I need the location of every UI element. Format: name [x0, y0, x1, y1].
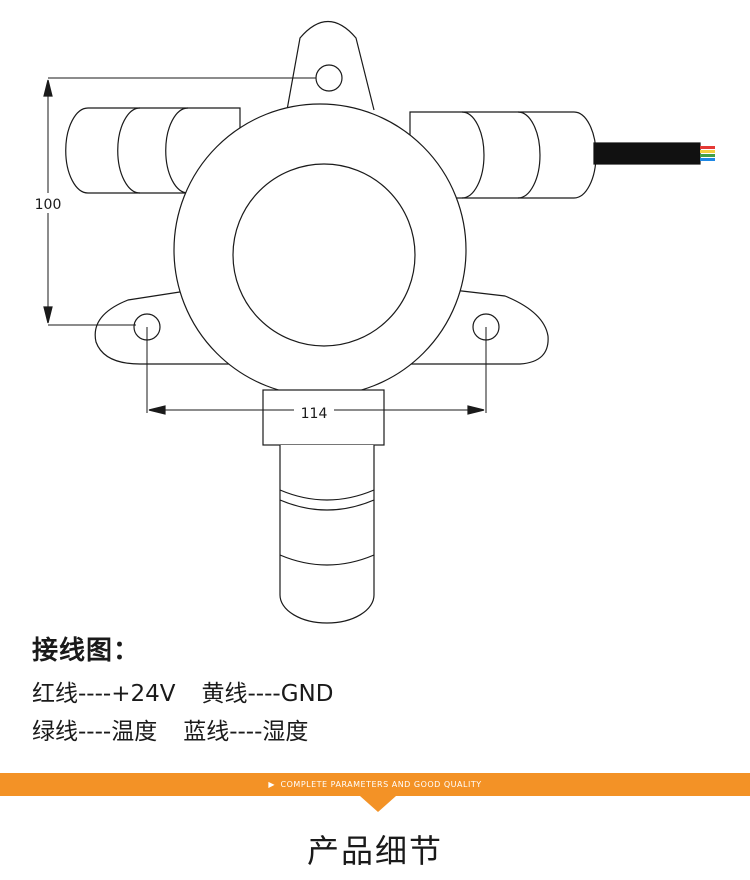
wire-yellow-sep: ---- — [247, 681, 281, 707]
wire-red-sep: ---- — [78, 681, 112, 707]
banner-notch — [360, 796, 396, 812]
cable-wire-end — [700, 158, 715, 161]
sensor-probe — [279, 445, 375, 624]
signal-cable — [593, 142, 701, 165]
cable-wire-end — [700, 146, 715, 149]
wiring-row: 绿线----温度蓝线----湿度 — [32, 713, 333, 751]
wire-yellow-function: GND — [280, 681, 334, 707]
height-dimension: 100 — [28, 77, 316, 326]
wiring-title: 接线图： — [32, 636, 141, 666]
main-housing — [173, 103, 467, 397]
section-title: 产品细节 — [306, 832, 443, 870]
wire-green-sep: ---- — [78, 719, 112, 745]
width-dimension-label: 114 — [301, 406, 328, 422]
housing-window — [232, 163, 416, 347]
wire-green-color: 绿线 — [32, 719, 78, 745]
sensor-outline-drawing: 100 114 — [28, 21, 715, 624]
wire-blue-sep: ---- — [229, 719, 263, 745]
right-conduit — [409, 111, 597, 199]
width-dimension: 114 — [146, 327, 487, 422]
wire-red-color: 红线 — [32, 681, 78, 707]
height-dimension-label: 100 — [35, 197, 62, 213]
section-banner: ▶ COMPLETE PARAMETERS AND GOOD QUALITY — [0, 773, 750, 796]
wire-green-function: 温度 — [111, 719, 158, 745]
wire-red-function: +24V — [111, 681, 176, 707]
cable-wire-end — [700, 150, 715, 153]
cable-wires — [700, 146, 715, 161]
banner-text: COMPLETE PARAMETERS AND GOOD QUALITY — [280, 780, 482, 789]
wire-blue-color: 蓝线 — [183, 719, 230, 745]
cable-wire-end — [700, 154, 715, 157]
wire-blue-function: 湿度 — [262, 719, 309, 745]
wire-yellow-color: 黄线 — [201, 681, 248, 707]
top-mounting-ear — [286, 21, 375, 111]
play-arrow-icon: ▶ — [268, 780, 275, 789]
